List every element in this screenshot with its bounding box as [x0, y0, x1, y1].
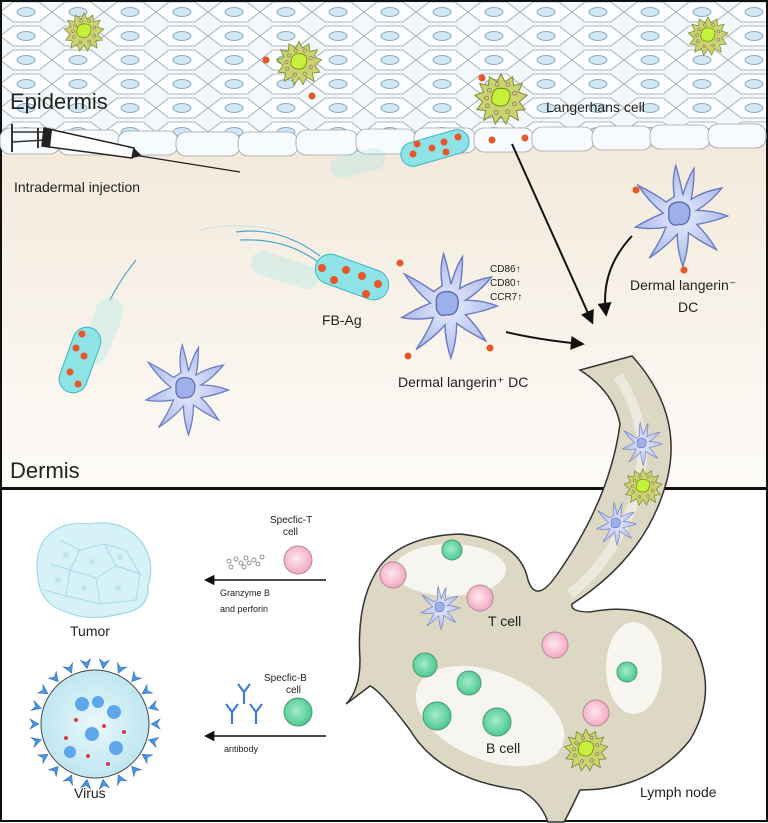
b-cells [412, 539, 638, 737]
t-cell [466, 584, 494, 612]
bacterium-icon [58, 259, 137, 394]
antigen-dots [632, 186, 688, 274]
t-cell [379, 561, 407, 589]
virus-spike [36, 683, 49, 695]
marker-cd86: CD86↑ [490, 264, 521, 275]
virus-spike [62, 774, 73, 787]
virus-spike [148, 737, 160, 749]
virus-spike [29, 718, 40, 730]
syringe-icon [11, 124, 241, 173]
perforin-label: and perforin [220, 604, 268, 614]
marker-list: CD86↑ CD80↑ CCR7↑ [490, 264, 522, 303]
dermis-label: Dermis [10, 458, 80, 483]
langerhans-cell-label: Langerhans cell [546, 99, 645, 115]
virus-spike [150, 718, 161, 730]
virus-spike [141, 683, 154, 695]
t-cells [379, 561, 610, 727]
b-cell [616, 661, 638, 683]
virus-label: Virus [74, 785, 106, 801]
antibody-icon [225, 683, 263, 724]
specific-t-cell-label: Specfic-T [270, 515, 312, 526]
specific-b-cell-label: Specfic-B [264, 673, 307, 684]
t-cell-label: T cell [488, 613, 521, 629]
virus-spike [30, 699, 42, 711]
virus-spike [30, 737, 42, 749]
granzyme-label: Granzyme B [220, 588, 270, 598]
specific-b-cell-icon [283, 697, 313, 727]
b-cell [456, 670, 482, 696]
virus-spike [36, 753, 49, 765]
marker-ccr7: CCR7↑ [490, 292, 522, 303]
virus-spike [131, 765, 143, 778]
b-cell [441, 539, 463, 561]
virus-spike [141, 753, 154, 765]
dermal-langerin-negative-dc-label: Dermal langerin⁻ [630, 277, 736, 293]
lymph-node: T cell B cell [345, 355, 707, 823]
antigen-dots [396, 259, 494, 360]
bacterium-icon [330, 129, 470, 179]
granzyme-granules-icon [226, 554, 265, 570]
specific-t-cell-icon [283, 545, 313, 575]
dermal-langerin-positive-dc-label: Dermal langerin⁺ DC [398, 374, 528, 390]
epidermis-layer [2, 2, 766, 153]
bacterium-icon [199, 225, 390, 301]
virus-spike [148, 699, 160, 711]
b-cell [422, 701, 452, 731]
specific-b-cell-label-line2: cell [286, 685, 301, 696]
virus-spike [62, 661, 73, 674]
b-cell [482, 707, 512, 737]
migration-arrows [505, 143, 633, 350]
intradermal-injection-label: Intradermal injection [14, 179, 140, 195]
virus-spike [79, 658, 92, 670]
effector-panel: T cell B cell Lymph node Tumor Specfic-T… [0, 355, 768, 823]
virus-spike [117, 661, 128, 674]
t-cell [541, 631, 569, 659]
tumor-label: Tumor [70, 623, 110, 639]
b-cell [412, 652, 438, 678]
b-cell-label: B cell [486, 740, 520, 756]
specific-t-cell-label-line2: cell [283, 527, 298, 538]
virus-spike [79, 778, 92, 790]
arrow-langerhans-to-lymph [511, 143, 594, 325]
arrow-dc-plus-to-lymph [505, 331, 585, 350]
virus-spike [47, 765, 59, 778]
epidermis-label: Epidermis [10, 89, 108, 114]
virus-icon [29, 658, 161, 790]
tumor-icon [36, 522, 152, 619]
fb-ag-label: FB-Ag [322, 312, 362, 328]
lymph-node-label: Lymph node [640, 784, 717, 800]
virus-spike [98, 778, 111, 790]
virus-spike [47, 670, 59, 683]
antigen-dots [262, 56, 529, 144]
virus-spike [117, 774, 128, 787]
t-cell [582, 699, 610, 727]
follicle [394, 544, 506, 596]
antibody-label: antibody [224, 744, 259, 754]
dermal-langerin-negative-dc-label-line2: DC [678, 299, 698, 315]
skin-panel: Epidermis Langerhans cell Intradermal in… [0, 0, 768, 489]
marker-cd80: CD80↑ [490, 278, 521, 289]
virus-spike [131, 670, 143, 683]
virus-spike [98, 658, 111, 670]
arrow-dc-minus-to-lymph [597, 235, 633, 317]
